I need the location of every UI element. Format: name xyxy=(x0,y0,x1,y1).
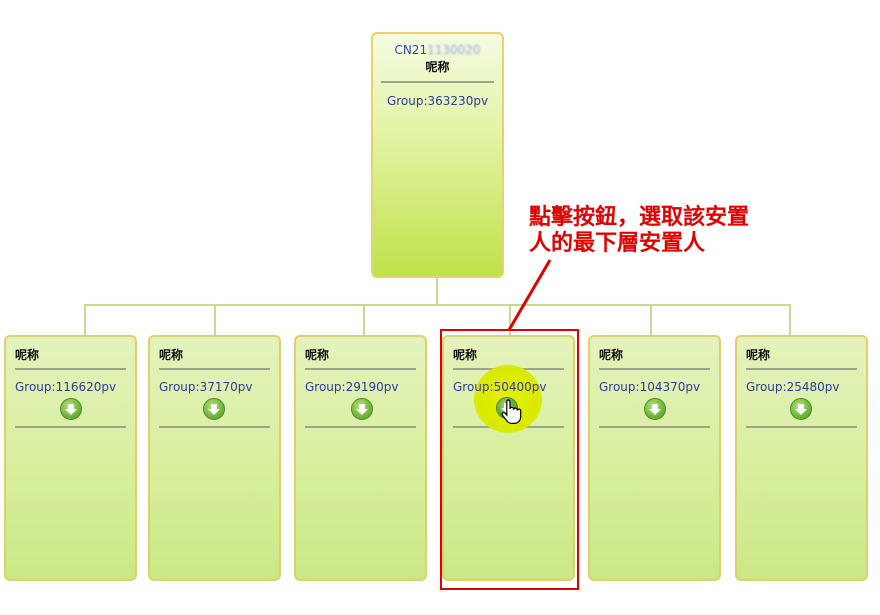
child-connector-3 xyxy=(363,304,365,335)
child-separator xyxy=(15,368,126,370)
child-separator xyxy=(746,426,857,428)
child-nickname: 呢称 xyxy=(159,348,184,362)
root-group-pv: Group:363230pv xyxy=(386,94,489,108)
child-nickname: 呢称 xyxy=(15,348,40,362)
down-arrow-circle-icon[interactable] xyxy=(351,398,373,420)
child-connector-6 xyxy=(789,304,791,335)
child-group-pv: Group:104370pv xyxy=(599,380,701,394)
child-separator xyxy=(159,426,270,428)
root-node-card[interactable]: CN211130020 呢称 Group:363230pv xyxy=(371,32,504,278)
child-group-pv: Group:25480pv xyxy=(746,380,840,394)
child-group-pv: Group:116620pv xyxy=(15,380,117,394)
child-connector-2 xyxy=(214,304,216,335)
child-group-pv-highlighted: Group:50400pv xyxy=(453,380,547,394)
child-separator xyxy=(746,368,857,370)
annotation-line-2: 人的最下層安置人 xyxy=(529,230,706,256)
child-node-card-4[interactable]: 呢称 xyxy=(442,335,575,581)
child-separator xyxy=(599,368,710,370)
child-separator xyxy=(15,426,126,428)
child-nickname: 呢称 xyxy=(746,348,771,362)
child-separator xyxy=(305,426,416,428)
child-node-card-1[interactable]: 呢称 Group:116620pv xyxy=(4,335,137,581)
annotation-highlight-box xyxy=(440,329,579,590)
down-arrow-circle-icon[interactable] xyxy=(203,398,225,420)
root-connector-vertical xyxy=(436,278,438,305)
child-nickname: 呢称 xyxy=(453,348,478,362)
hand-pointer-icon xyxy=(500,398,524,428)
root-nickname: 呢称 xyxy=(425,60,450,74)
down-arrow-circle-icon[interactable] xyxy=(60,398,82,420)
annotation-text: 點擊按鈕，選取該安置 人的最下層安置人 xyxy=(529,204,809,256)
child-nickname: 呢称 xyxy=(305,348,330,362)
root-member-id: CN211130020 xyxy=(394,43,481,57)
child-group-pv: Group:37170pv xyxy=(159,380,253,394)
annotation-line-1: 點擊按鈕，選取該安置 xyxy=(529,204,750,230)
child-group-pv: Group:29190pv xyxy=(305,380,399,394)
down-arrow-circle-icon[interactable] xyxy=(644,398,666,420)
child-node-card-2[interactable]: 呢称 Group:37170pv xyxy=(148,335,281,581)
child-connector-5 xyxy=(650,304,652,335)
child-connector-1 xyxy=(84,304,86,335)
annotation-pointer-line xyxy=(507,259,552,331)
child-separator xyxy=(305,368,416,370)
child-separator xyxy=(599,426,710,428)
child-connector-4 xyxy=(509,304,511,335)
child-nickname: 呢称 xyxy=(599,348,624,362)
child-separator xyxy=(159,368,270,370)
down-arrow-circle-icon[interactable] xyxy=(790,398,812,420)
child-node-card-5[interactable]: 呢称 Group:104370pv xyxy=(588,335,721,581)
connector-horizontal xyxy=(84,304,790,306)
child-node-card-6[interactable]: 呢称 Group:25480pv xyxy=(735,335,868,581)
root-separator xyxy=(381,81,494,83)
child-node-card-3[interactable]: 呢称 Group:29190pv xyxy=(294,335,427,581)
